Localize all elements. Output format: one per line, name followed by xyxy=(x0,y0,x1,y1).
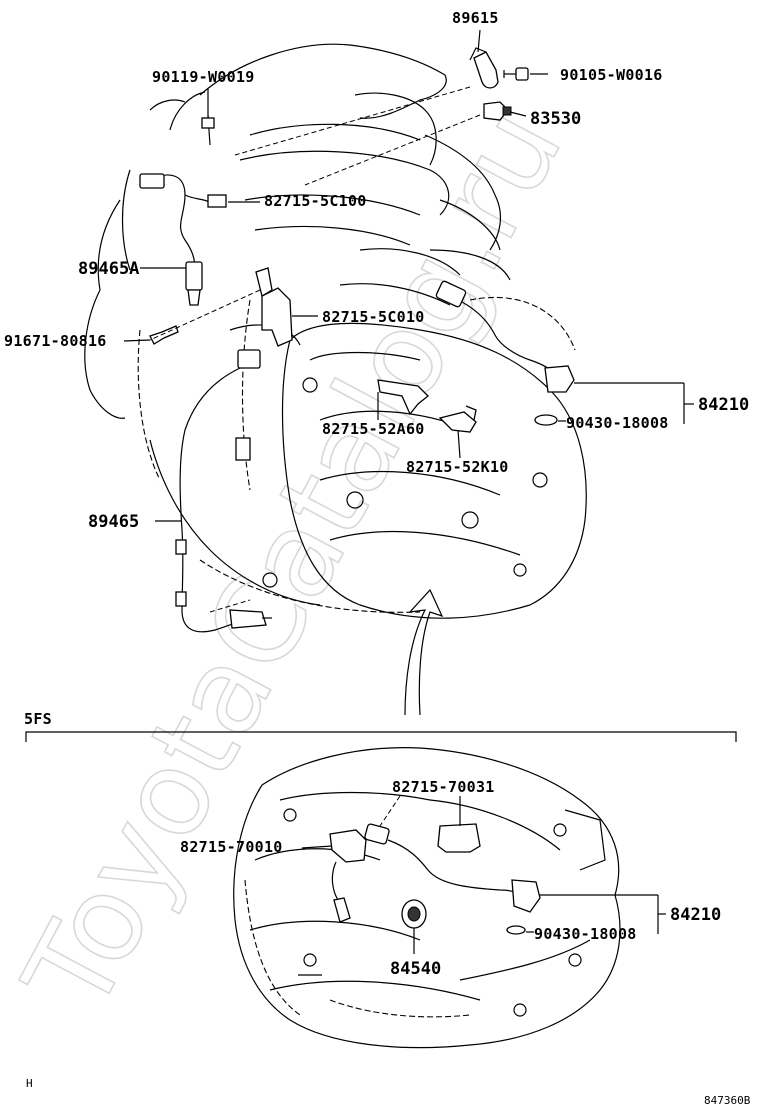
part-82715-70010-bracket xyxy=(329,829,367,923)
part-82715-52a60-bracket xyxy=(377,379,429,416)
leader-lines-bottom xyxy=(301,795,666,954)
part-84210-neutral-switch-harness-bottom xyxy=(364,823,541,935)
callout-82715-5c010: 82715-5C010 xyxy=(322,308,425,326)
callout-91671-80816: 91671-80816 xyxy=(4,332,107,350)
watermark: ToyotaCatalog.ru xyxy=(0,86,589,1034)
callout-82715-52k10: 82715-52K10 xyxy=(406,458,509,476)
transmission-5fs-drawing xyxy=(233,747,621,1049)
part-83530-switch xyxy=(483,101,512,121)
part-84210-neutral-switch-harness-top xyxy=(435,280,575,426)
part-89465-oxygen-sensor xyxy=(175,349,272,633)
callout-84540: 84540 xyxy=(390,959,441,979)
callout-83530: 83530 xyxy=(530,109,581,129)
corner-letter: H xyxy=(26,1077,33,1090)
part-82715-52k10-clamp xyxy=(438,405,477,433)
callout-89615: 89615 xyxy=(452,9,499,27)
callout-82715-5c100: 82715-5C100 xyxy=(264,192,367,210)
callout-90430-18008-top: 90430-18008 xyxy=(566,414,669,432)
callout-89465: 89465 xyxy=(88,512,139,532)
part-82715-70031-clamp xyxy=(437,823,481,853)
callout-89465a: 89465A xyxy=(78,259,139,279)
part-82715-5c010-bracket xyxy=(255,267,293,347)
callout-82715-70031: 82715-70031 xyxy=(392,778,495,796)
callout-82715-70010: 82715-70010 xyxy=(180,838,283,856)
part-84540-switch xyxy=(401,899,427,929)
callout-84210-top: 84210 xyxy=(698,395,749,415)
callout-82715-52a60: 82715-52A60 xyxy=(322,420,425,438)
part-90119-bolt xyxy=(201,114,215,146)
leader-lines-top xyxy=(123,29,694,613)
part-90105-bolt xyxy=(503,67,529,81)
callout-90105-w0016: 90105-W0016 xyxy=(560,66,663,84)
callout-90430-18008-bottom: 90430-18008 xyxy=(534,925,637,943)
part-91671-bolt xyxy=(149,325,179,345)
part-89465a-oxygen-sensor xyxy=(139,173,227,306)
section-label-5fs: 5FS xyxy=(24,710,52,728)
engine-assembly-drawing xyxy=(84,43,587,716)
part-89615-sensor xyxy=(469,47,499,89)
callout-84210-bottom: 84210 xyxy=(670,905,721,925)
figure-code: 847360B xyxy=(704,1094,751,1107)
callout-90119-w0019: 90119-W0019 xyxy=(152,68,255,86)
section-bracket xyxy=(25,731,737,742)
